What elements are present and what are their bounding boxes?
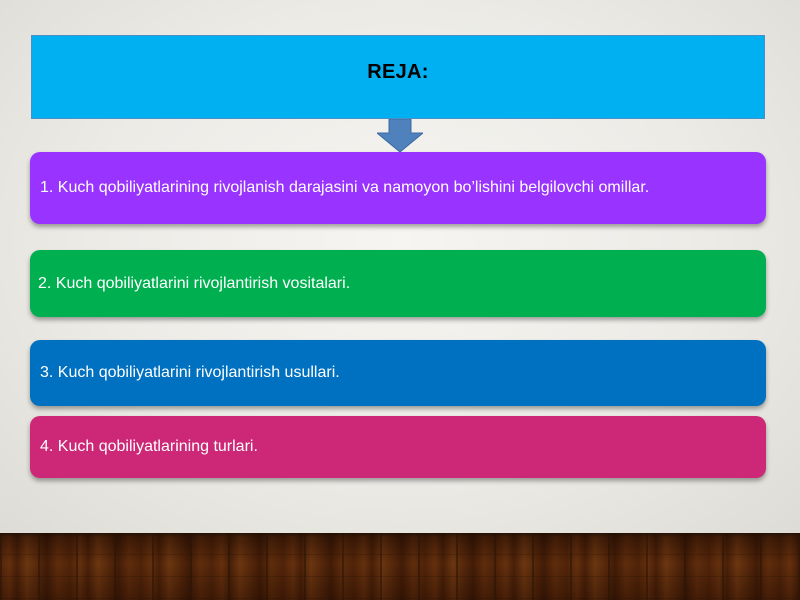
slide-title: REJA: bbox=[367, 61, 429, 83]
plan-item-1: 1. Kuch qobiliyatlarining rivojlanish da… bbox=[30, 152, 766, 224]
down-arrow-icon bbox=[377, 119, 423, 152]
plan-item-1-text: 1. Kuch qobiliyatlarining rivojlanish da… bbox=[40, 179, 650, 196]
plan-item-2: 2. Kuch qobiliyatlarini rivojlantirish v… bbox=[30, 250, 766, 317]
plan-item-4: 4. Kuch qobiliyatlarining turlari. bbox=[30, 416, 766, 478]
plan-item-2-text: 2. Kuch qobiliyatlarini rivojlantirish v… bbox=[38, 274, 351, 292]
plan-item-3: 3. Kuch qobiliyatlarini rivojlantirish u… bbox=[30, 340, 766, 406]
floor-seams bbox=[0, 533, 800, 600]
plan-item-3-text: 3. Kuch qobiliyatlarini rivojlantirish u… bbox=[40, 364, 340, 381]
plan-item-4-text: 4. Kuch qobiliyatlarining turlari. bbox=[40, 438, 258, 455]
wood-floor-decoration bbox=[0, 533, 800, 600]
title-banner: REJA: bbox=[31, 35, 765, 119]
